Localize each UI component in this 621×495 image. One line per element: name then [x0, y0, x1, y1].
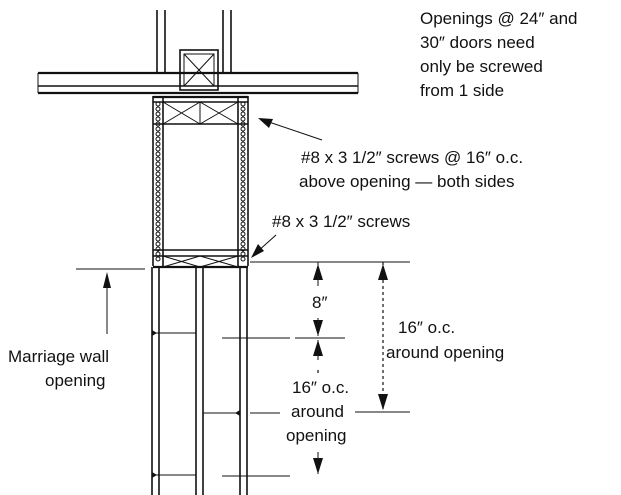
dim-16-right-line-1: 16″ o.c.	[398, 318, 455, 337]
screw-dot	[155, 121, 161, 127]
screw-dot	[155, 246, 161, 252]
openings-note-line-1: Openings @ 24″ and	[420, 9, 578, 28]
screw-dot	[240, 196, 246, 202]
screws-above-line-1: #8 x 3 1/2″ screws @ 16″ o.c.	[301, 148, 523, 167]
screw-dot	[155, 211, 161, 217]
lower-studs	[151, 267, 248, 495]
screw-dot	[240, 206, 246, 212]
screw-dot	[155, 151, 161, 157]
screw-dot	[240, 226, 246, 232]
screw-dot	[240, 176, 246, 182]
screw-dots-right	[240, 101, 246, 262]
screw-dot	[155, 156, 161, 162]
dim-8-label: 8″	[312, 293, 327, 312]
screw-dot	[155, 111, 161, 117]
screws-above-line-2: above opening — both sides	[299, 172, 515, 191]
marriage-wall-line-2: opening	[45, 371, 106, 390]
screw-dots-left	[155, 101, 161, 262]
screw-dot	[240, 236, 246, 242]
screw-dot	[240, 221, 246, 227]
leader-screws-above	[258, 118, 323, 141]
dim-16-lower-label: 16″ o.c. around opening	[286, 378, 349, 445]
screw-dot	[240, 116, 246, 122]
screw-dot	[155, 241, 161, 247]
dim-16-lower-line-1: 16″ o.c.	[292, 378, 349, 397]
screw-dot	[240, 201, 246, 207]
openings-note-line-4: from 1 side	[420, 81, 504, 100]
screw-dot	[240, 121, 246, 127]
upper-wall-studs	[156, 10, 232, 73]
floor-beam	[37, 71, 359, 95]
screw-dot	[155, 171, 161, 177]
screw-dot	[155, 131, 161, 137]
screw-dot	[155, 146, 161, 152]
screw-dot	[155, 101, 161, 107]
screw-dot	[240, 256, 246, 262]
screw-dot	[155, 216, 161, 222]
screw-dot	[155, 126, 161, 132]
marriage-wall-label: Marriage wall opening	[8, 347, 109, 390]
screw-dot	[155, 106, 161, 112]
screw-dot	[155, 141, 161, 147]
screws-above-label: #8 x 3 1/2″ screws @ 16″ o.c. above open…	[299, 148, 523, 191]
screw-dot	[240, 151, 246, 157]
dim-16-right-label: 16″ o.c. around opening	[386, 318, 504, 362]
screw-dot	[240, 191, 246, 197]
screw-dot	[240, 241, 246, 247]
screw-dot	[155, 196, 161, 202]
openings-note-line-3: only be screwed	[420, 57, 543, 76]
screw-dot	[240, 156, 246, 162]
screw-dot	[155, 191, 161, 197]
dim-16-lower	[250, 370, 323, 474]
screw-dot	[240, 171, 246, 177]
screw-dot	[240, 106, 246, 112]
screw-dot	[155, 201, 161, 207]
screw-dot	[155, 206, 161, 212]
dim-16-right-line-2: around opening	[386, 343, 504, 362]
screw-dot	[240, 211, 246, 217]
screws-label: #8 x 3 1/2″ screws	[272, 212, 410, 231]
screw-dot	[155, 116, 161, 122]
screw-dot	[240, 181, 246, 187]
screw-dot	[240, 111, 246, 117]
dim-16-right	[355, 262, 410, 413]
upper-blocking	[179, 49, 219, 91]
screw-dot	[240, 161, 246, 167]
screw-dot	[155, 181, 161, 187]
screw-dot	[155, 186, 161, 192]
screw-dot	[240, 216, 246, 222]
screw-dot	[240, 101, 246, 107]
screw-dot	[240, 166, 246, 172]
screw-dot	[155, 176, 161, 182]
screw-dot	[155, 136, 161, 142]
screw-dot	[155, 221, 161, 227]
screw-dot	[240, 141, 246, 147]
screw-dot	[155, 166, 161, 172]
screw-dot	[240, 136, 246, 142]
header-frame	[152, 95, 249, 266]
screw-dot	[240, 146, 246, 152]
lower-header	[153, 249, 248, 269]
marriage-wall-dimension	[76, 268, 145, 334]
openings-note: Openings @ 24″ and 30″ doors need only b…	[420, 9, 578, 100]
screw-dot	[240, 231, 246, 237]
dim-16-lower-line-2: around	[291, 402, 344, 421]
screw-dot	[155, 226, 161, 232]
screw-dot	[155, 231, 161, 237]
leader-screws	[251, 234, 277, 258]
screw-dot	[240, 126, 246, 132]
screw-dot	[240, 131, 246, 137]
screw-dot	[155, 236, 161, 242]
screw-marks	[152, 330, 290, 478]
dim-16-lower-line-3: opening	[286, 426, 347, 445]
screw-dot	[240, 246, 246, 252]
screw-dot	[155, 161, 161, 167]
screw-dot	[155, 256, 161, 262]
screw-dot	[240, 186, 246, 192]
openings-note-line-2: 30″ doors need	[420, 33, 535, 52]
marriage-wall-line-1: Marriage wall	[8, 347, 109, 366]
